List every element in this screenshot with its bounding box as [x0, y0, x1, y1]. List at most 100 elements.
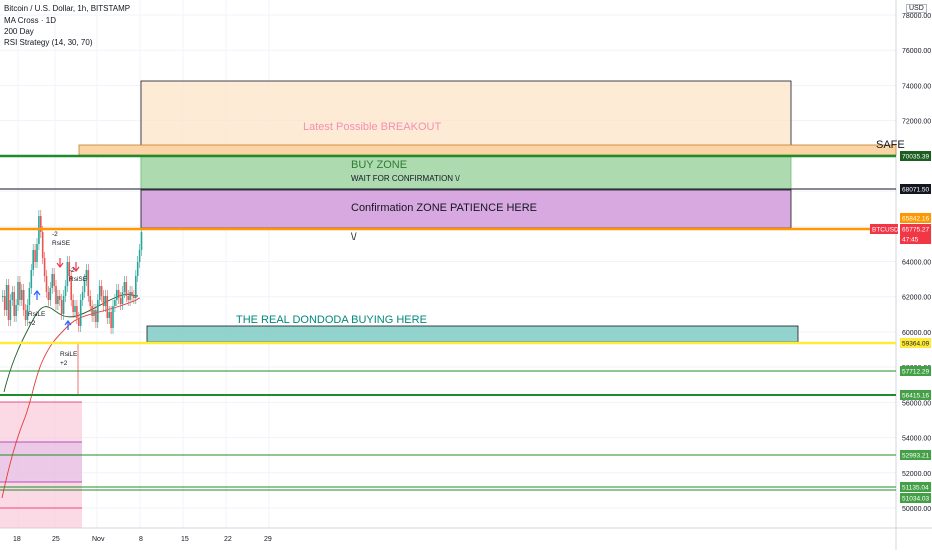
candle-body: [51, 274, 53, 288]
price-tag-label[interactable]: 56415.16: [902, 393, 929, 400]
signal-label: +2: [60, 360, 68, 367]
candle-body: [9, 300, 12, 320]
price-tick-label: 54000.00: [902, 436, 931, 443]
signal-label: +2: [28, 320, 36, 327]
price-tag-label[interactable]: BTCUSD: [872, 227, 899, 234]
candle-body: [24, 310, 27, 320]
breakout-zone-box[interactable]: [140, 80, 792, 157]
candle-body: [70, 276, 72, 300]
candle-body: [104, 296, 107, 306]
candle-body: [131, 292, 133, 296]
price-tag-bg: [900, 338, 931, 348]
candle-body: [43, 258, 46, 276]
candle-body: [3, 296, 6, 310]
candle-body: [89, 296, 91, 306]
candle-body: [78, 318, 80, 326]
candle-body: [87, 270, 90, 296]
breakout-label: Latest Possible BREAKOUT: [303, 121, 442, 133]
candle-body: [5, 285, 8, 310]
price-tick-label: 72000.00: [902, 119, 931, 126]
price-tag-bg: [900, 184, 931, 194]
signal-label: RsiLE: [60, 351, 78, 358]
candle-body: [127, 296, 129, 300]
buy-zone-box[interactable]: [140, 155, 792, 190]
price-tick-label: 78000.00: [902, 13, 931, 20]
candle-body: [79, 300, 82, 326]
legend-symbol[interactable]: Bitcoin / U.S. Dollar, 1h, BITSTAMP: [4, 4, 131, 13]
real-buying-zone-box[interactable]: [146, 325, 799, 343]
candle-body: [32, 250, 34, 270]
time-axis-label: 25: [52, 536, 60, 543]
legend-indicator-ma-cross[interactable]: MA Cross · 1D: [4, 16, 57, 25]
candle-body: [138, 250, 141, 262]
price-tag-bg: [900, 213, 931, 223]
candle-body: [28, 288, 31, 305]
candle-body: [112, 306, 114, 328]
candle-body: [110, 312, 112, 328]
candle-body: [40, 216, 42, 232]
price-tick-label: 50000.00: [902, 506, 931, 513]
price-tag-label[interactable]: 65775.27: [902, 227, 929, 234]
safe-zone-box[interactable]: [78, 144, 897, 156]
signal-label: -2: [52, 231, 58, 238]
candle-body: [60, 300, 63, 314]
confirmation-zone-box[interactable]: [140, 189, 792, 229]
time-axis-label: 15: [181, 536, 189, 543]
price-tag-label[interactable]: 59364.09: [902, 341, 929, 348]
price-tag-label[interactable]: 68071.50: [902, 187, 929, 194]
price-tick-label: 64000.00: [902, 260, 931, 267]
candle-body: [121, 292, 124, 304]
candle-body: [136, 262, 139, 276]
candle-body: [102, 296, 105, 306]
time-axis-label: 22: [224, 536, 232, 543]
candle-body: [106, 296, 109, 318]
price-tag-bg: [900, 224, 931, 234]
candle-body: [57, 296, 59, 304]
candle-body: [53, 274, 55, 286]
price-tick-label: 56000.00: [902, 400, 931, 407]
price-tag-bg: [900, 151, 931, 161]
price-tag-label[interactable]: 70035.39: [902, 154, 929, 161]
candle-body: [76, 306, 78, 318]
price-tag-bg: [900, 366, 931, 376]
candle-body: [129, 292, 131, 300]
buy-signal-arrow: [64, 320, 72, 330]
buy-signal-arrow: [33, 290, 41, 300]
candle-body: [30, 270, 33, 288]
price-tag-bg: [900, 493, 931, 503]
price-tag-label[interactable]: 57712.29: [902, 369, 929, 376]
candle-body: [7, 285, 10, 320]
price-tick-label: 62000.00: [902, 295, 931, 302]
candle-body: [95, 310, 97, 322]
candle-body: [83, 280, 86, 292]
signal-label: RsiLE: [28, 311, 46, 318]
candle-body: [26, 305, 29, 320]
price-tag-label[interactable]: 65842.16: [902, 216, 929, 223]
time-axis-label: 29: [264, 536, 272, 543]
candle-body: [133, 296, 135, 298]
price-tag-label[interactable]: 47:45: [902, 237, 919, 244]
signal-label: RsiSE: [69, 276, 88, 283]
candle-body: [36, 244, 38, 262]
candle-body: [47, 292, 50, 300]
price-tag-label[interactable]: 52993.21: [902, 453, 929, 460]
candle-body: [135, 276, 137, 298]
time-axis-label: 8: [139, 536, 143, 543]
price-tag-label[interactable]: 51034.03: [902, 496, 929, 503]
candle-body: [11, 292, 14, 300]
currency-badge[interactable]: USD: [906, 4, 927, 13]
price-tag-bg: [870, 224, 898, 234]
price-tag-bg: [900, 234, 931, 244]
candle-body: [19, 282, 21, 300]
candle-body: [66, 262, 69, 286]
price-tag-label[interactable]: 51135.04: [902, 485, 929, 492]
candle-body: [45, 276, 48, 292]
legend-indicator-200-day[interactable]: 200 Day: [4, 27, 34, 36]
candle-body: [41, 232, 44, 258]
legend-indicator-rsi-strategy[interactable]: RSI Strategy (14, 30, 70): [4, 38, 93, 47]
price-tag-bg: [900, 390, 931, 400]
price-tick-label: 60000.00: [902, 330, 931, 337]
real-buying-label: THE REAL DONDODA BUYING HERE: [236, 314, 427, 326]
